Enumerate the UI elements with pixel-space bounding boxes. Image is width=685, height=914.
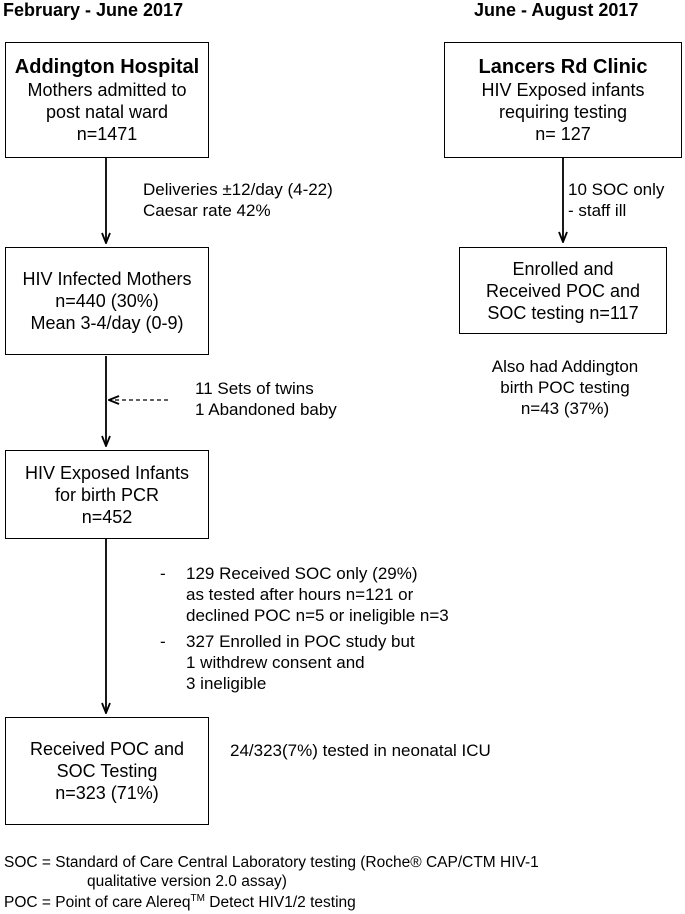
note-line: 129 Received SOC only (29%) [186, 564, 418, 583]
note-line: declined POC n=5 or ineligible n=3 [186, 606, 449, 625]
left-period-header: February - June 2017 [3, 0, 184, 20]
note-line: Deliveries ±12/day (4-22) [143, 180, 333, 199]
received-poc-soc-box: Received POC and SOC Testing n=323 (71%) [5, 717, 209, 825]
note-line: 3 ineligible [186, 674, 267, 693]
note-line: 1 Abandoned baby [195, 400, 337, 419]
box-line: post natal ward [45, 102, 169, 122]
soc-only-bullet: - 129 Received SOC only (29%) as tested … [160, 563, 449, 626]
lancers-rd-clinic-box: Lancers Rd Clinic HIV Exposed infants re… [444, 42, 682, 158]
box-line: n=1471 [76, 124, 138, 144]
legend-soc: SOC = Standard of Care Central Laborator… [4, 853, 539, 891]
addington-birth-poc-note: Also had Addington birth POC testing n=4… [470, 356, 660, 419]
box-line: Mothers admitted to [27, 80, 187, 100]
box-line: HIV Exposed Infants [24, 462, 190, 483]
box-line: HIV Infected Mothers [22, 269, 192, 289]
note-line: birth POC testing [500, 378, 630, 397]
note-line: 327 Enrolled in POC study but [186, 632, 415, 651]
note-line: 11 Sets of twins [195, 379, 314, 398]
box-line: n=440 (30%) [55, 291, 159, 311]
right-period-header: June - August 2017 [474, 0, 639, 20]
soc-only-staff-ill-note: 10 SOC only - staff ill [568, 179, 664, 221]
deliveries-note: Deliveries ±12/day (4-22) Caesar rate 42… [143, 179, 333, 221]
enrolled-received-box: Enrolled and Received POC and SOC testin… [459, 247, 667, 334]
note-line: n=43 (37%) [520, 399, 610, 418]
legend-text: Detect HIV1/2 testing [204, 894, 356, 911]
poc-enrolled-bullet: - 327 Enrolled in POC study but 1 withdr… [160, 631, 415, 694]
bullet-dash: - [160, 564, 166, 583]
box-line: n=323 (71%) [55, 783, 159, 803]
twins-note: 11 Sets of twins 1 Abandoned baby [195, 378, 337, 420]
hiv-exposed-infants-box: HIV Exposed Infants for birth PCR n=452 [5, 450, 209, 539]
legend-text: POC = Point of care Alereq [4, 894, 191, 911]
box-line: n= 127 [535, 124, 591, 144]
note-line: 10 SOC only [568, 180, 665, 199]
box-line: Received POC and [485, 280, 641, 301]
note-line: Caesar rate 42% [143, 201, 271, 220]
legend-line: qualitative version 2.0 assay) [87, 873, 287, 890]
lancers-rd-clinic-title: Lancers Rd Clinic [478, 56, 648, 78]
note-line: as tested after hours n=121 or [186, 585, 414, 604]
addington-hospital-title: Addington Hospital [14, 56, 200, 78]
addington-hospital-box: Addington Hospital Mothers admitted to p… [5, 42, 209, 158]
box-line: Mean 3-4/day (0-9) [30, 313, 184, 333]
legend-line: SOC = Standard of Care Central Laborator… [4, 854, 539, 871]
trademark-superscript: TM [190, 892, 205, 904]
box-line: HIV Exposed infants [481, 80, 645, 100]
box-line: Enrolled and [512, 258, 614, 279]
note-line: - staff ill [568, 201, 627, 220]
hiv-infected-mothers-box: HIV Infected Mothers n=440 (30%) Mean 3-… [5, 247, 209, 355]
box-line: for birth PCR [54, 484, 160, 505]
note-line: Also had Addington [491, 357, 639, 376]
neonatal-icu-note: 24/323(7%) tested in neonatal ICU [230, 741, 491, 760]
box-line: n=452 [81, 506, 133, 527]
box-line: Received POC and [29, 739, 185, 759]
legend-poc: POC = Point of care AlereqTM Detect HIV1… [4, 893, 356, 912]
box-line: SOC Testing [56, 761, 158, 781]
bullet-dash: - [160, 632, 166, 651]
box-line: requiring testing [498, 102, 628, 122]
note-line: 1 withdrew consent and [186, 653, 365, 672]
box-line: SOC testing n=117 [487, 302, 639, 323]
